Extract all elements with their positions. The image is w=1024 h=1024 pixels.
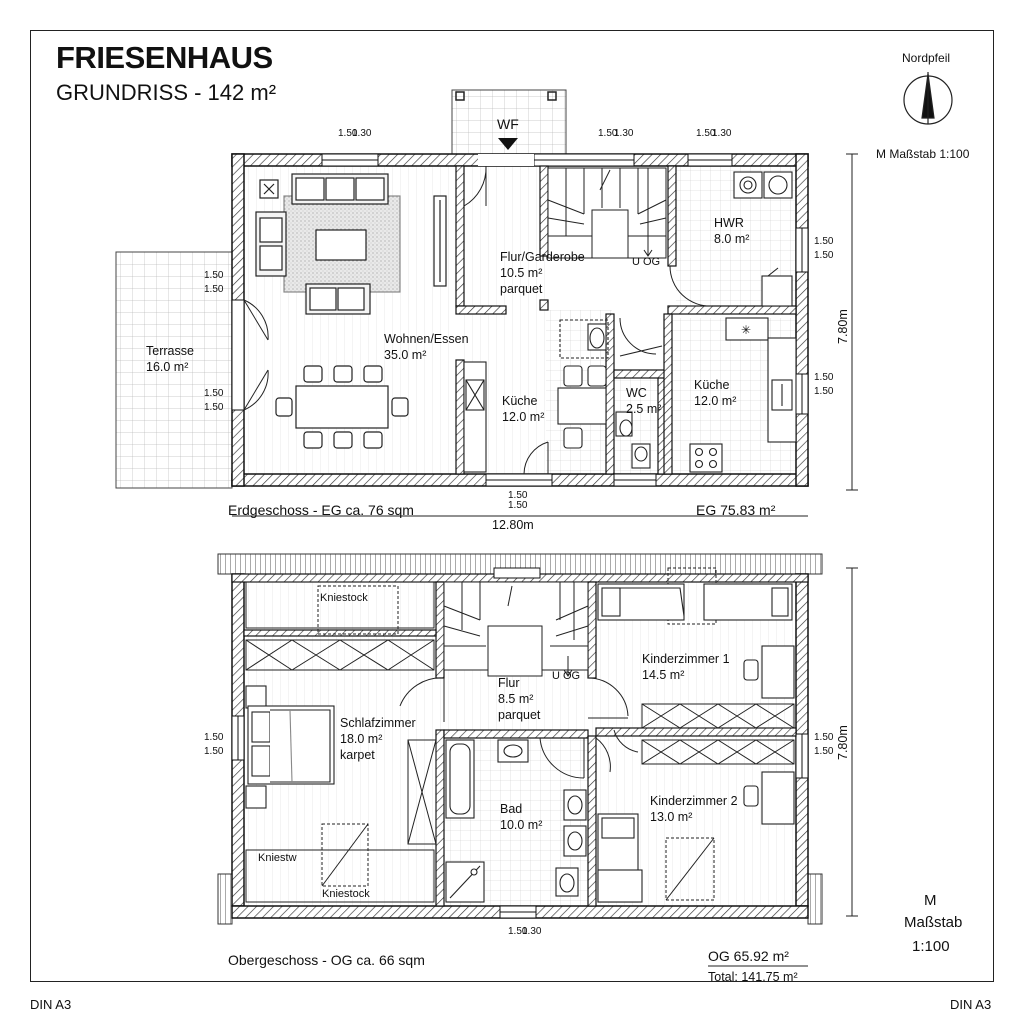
scale-bottom-ratio: 1:100 <box>912 938 950 955</box>
room-hwr-area: 8.0 m² <box>714 232 750 246</box>
room-kinder1-name: Kinderzimmer 1 <box>642 652 730 666</box>
room-flur-name: Flur/Garderobe <box>500 250 585 264</box>
window-dim: 1.50 <box>814 236 834 247</box>
room-kueche-left-area: 12.0 m² <box>502 410 545 424</box>
eg-area-label: EG 75.83 m² <box>696 502 776 518</box>
drawing-subtitle: GRUNDRISS - 142 m² <box>56 80 277 105</box>
room-kueche-left-name: Küche <box>502 394 538 408</box>
window-dim: 1.50 <box>696 128 716 139</box>
window-dim: 1.50 <box>814 732 834 743</box>
window-dim: 1.50 <box>204 402 224 413</box>
room-kueche-right-name: Küche <box>694 378 730 392</box>
room-og-flur-name: Flur <box>498 676 520 690</box>
room-kinder2-name: Kinderzimmer 2 <box>650 794 738 808</box>
window-dim: 1.50 <box>204 270 224 281</box>
scale-bottom-m: M <box>924 892 937 909</box>
window-dim: 1.50 <box>814 386 834 397</box>
room-schlaf-area: 18.0 m² <box>340 732 383 746</box>
terrace-area <box>115 251 233 489</box>
og-depth-dim: 7.80m <box>836 725 850 760</box>
og-area-label: OG 65.92 m² <box>708 948 789 964</box>
upper-floor-staircase <box>443 581 589 677</box>
ground-floor-dimensions <box>232 153 858 517</box>
window-dim: 1.50 <box>204 732 224 743</box>
ground-floor-staircase <box>547 167 667 259</box>
window-dim: 1.50 <box>508 500 528 511</box>
room-wohnen-area: 35.0 m² <box>384 348 427 362</box>
footer-left-format: DIN A3 <box>30 997 72 1012</box>
drawing-title: FRIESENHAUS <box>56 40 273 75</box>
window-dim: 1.50 <box>508 926 528 937</box>
knee-label: Kniestw <box>258 852 297 864</box>
drawing-frame <box>30 30 994 982</box>
hwr-fixtures <box>733 171 793 307</box>
footer-right-format: DIN A3 <box>950 997 992 1012</box>
entrance-label: WF <box>497 116 519 132</box>
svg-text:✳: ✳ <box>741 323 751 337</box>
window-dim: 1.50 <box>204 284 224 295</box>
kids-rooms-furniture <box>597 583 795 903</box>
stair-label-og: U OG <box>552 670 581 682</box>
bedroom-furniture <box>245 685 335 809</box>
room-og-flur-floor: parquet <box>498 708 541 722</box>
window-dim: 1.50 <box>338 128 358 139</box>
living-furniture <box>255 173 447 449</box>
window-dim: 1.30 <box>614 128 634 139</box>
ground-floor-walls <box>231 153 809 487</box>
kitchen-left-furniture <box>463 319 609 473</box>
room-flur-area: 10.5 m² <box>500 266 543 280</box>
window-dim: 1.50 <box>598 128 618 139</box>
ground-floor-interior-walls <box>455 165 797 475</box>
window-dim: 1.30 <box>712 128 732 139</box>
knee-wall-zones <box>245 567 795 903</box>
window-dim: 1.30 <box>522 926 542 937</box>
bathroom-fixtures <box>445 739 587 903</box>
room-bad-name: Bad <box>500 802 523 816</box>
room-kinder2-area: 13.0 m² <box>650 810 693 824</box>
north-arrow-icon <box>903 72 953 125</box>
room-hwr-name: HWR <box>714 216 744 230</box>
eg-width-dim: 12.80m <box>492 518 534 532</box>
room-bad-area: 10.0 m² <box>500 818 543 832</box>
window-dim: 1.50 <box>508 490 528 501</box>
entrance-arrow <box>498 138 518 150</box>
room-schlaf-name: Schlafzimmer <box>340 716 416 730</box>
knee-label: Kniestock <box>322 888 370 900</box>
room-wc-area: 2.5 m² <box>626 402 662 416</box>
terrace-area: 16.0 m² <box>146 360 189 374</box>
total-area-label: Total: 141.75 m² <box>708 970 798 984</box>
window-dim: 1.50 <box>814 250 834 261</box>
eg-depth-dim: 7.80m <box>836 309 850 344</box>
room-kueche-right-area: 12.0 m² <box>694 394 737 408</box>
wc-fixtures <box>615 411 651 469</box>
terrace-name: Terrasse <box>146 344 194 358</box>
window-dim: 1.50 <box>814 746 834 757</box>
room-og-flur-area: 8.5 m² <box>498 692 534 706</box>
room-wohnen-name: Wohnen/Essen <box>384 332 469 346</box>
north-arrow-label: Nordpfeil <box>902 51 951 65</box>
eg-caption: Erdgeschoss - EG ca. 76 sqm <box>228 502 414 518</box>
upper-floor-walls <box>231 567 809 919</box>
scale-label-top: M Maßstab 1:100 <box>876 147 970 161</box>
room-kinder1-area: 14.5 m² <box>642 668 685 682</box>
stair-label-eg: U OG <box>632 256 661 268</box>
knee-label: Kniestock <box>320 592 368 604</box>
room-wc-name: WC <box>626 386 647 400</box>
window-dim: 1.50 <box>204 746 224 757</box>
scale-bottom-word: Maßstab <box>904 914 963 931</box>
window-dim: 1.50 <box>814 372 834 383</box>
og-caption: Obergeschoss - OG ca. 66 sqm <box>228 952 425 968</box>
window-dim: 1.50 <box>204 388 224 399</box>
kitchen-right-furniture: ✳ <box>689 317 797 473</box>
room-flur-floor: parquet <box>500 282 543 296</box>
window-dim: 1.30 <box>352 128 372 139</box>
room-schlaf-floor: karpet <box>340 748 375 762</box>
